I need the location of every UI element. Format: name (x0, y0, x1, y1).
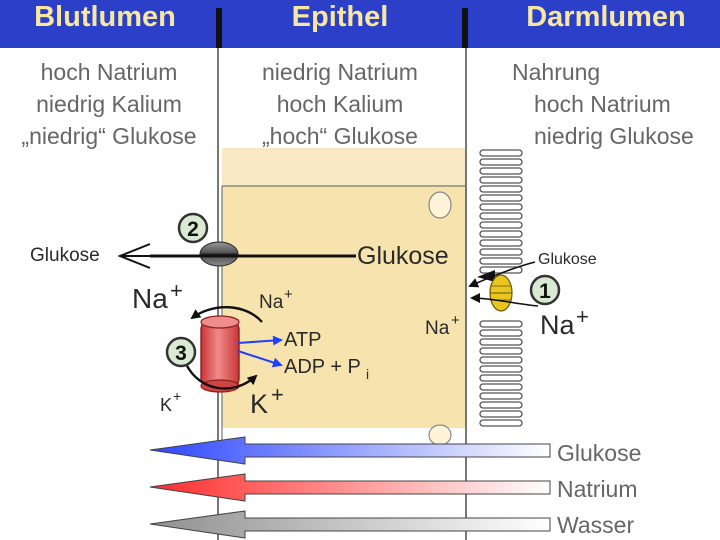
epithelial-cell-body (222, 186, 466, 428)
glucose-transporter-2 (199, 241, 239, 267)
microvillus (479, 221, 523, 229)
epithel-concentrations: niedrig Natrium hoch Kalium „hoch“ Gluko… (232, 56, 448, 152)
water-gradient-arrow (149, 510, 551, 539)
epithel-line-1: niedrig Natrium (262, 59, 418, 85)
microvillus (479, 392, 523, 400)
header-divider-left (216, 8, 222, 48)
na-gut-charge: + (576, 304, 589, 329)
glucose-gut-label: Glukose (538, 251, 597, 268)
microvillus (479, 320, 523, 328)
tight-junction-bottom (428, 424, 452, 446)
microvillus (479, 347, 523, 355)
microvillus (479, 230, 523, 238)
gradient-label-glukose: Glukose (557, 440, 642, 466)
na-pump-charge: + (284, 286, 293, 303)
microvillus (479, 383, 523, 391)
header-epithel: Epithel (291, 1, 389, 33)
na-mid-charge: + (451, 312, 460, 329)
na-k-atpase-pump (200, 315, 240, 393)
microvillus (479, 356, 523, 364)
microvillus (479, 194, 523, 202)
microvillus (479, 401, 523, 409)
k-blood-label: K (160, 395, 172, 415)
microvillus (479, 158, 523, 166)
glucose-exit-arrowhead (117, 243, 151, 269)
gradient-label-wasser: Wasser (557, 512, 635, 538)
na-gut-label: Na (540, 310, 575, 340)
microvillus (479, 167, 523, 175)
k-cell-label: K (250, 389, 268, 419)
tight-junction-top (428, 191, 452, 219)
sodium-uptake-arrow (470, 293, 539, 307)
k-blood-charge: + (173, 388, 181, 404)
epithelial-cell-top-band (222, 148, 466, 186)
column-header-bar (0, 0, 720, 48)
na-mid-label: Na (425, 318, 450, 339)
microvillus (479, 329, 523, 337)
microvillus (479, 338, 523, 346)
microvillus (479, 374, 523, 382)
blood-line-2: niedrig Kalium (36, 91, 182, 117)
gut-line-1: Nahrung (512, 59, 601, 85)
microvillus (479, 248, 523, 256)
glucose-gradient-arrow (149, 436, 551, 465)
marker-2-label: 2 (187, 218, 199, 241)
glucose-cell-label: Glukose (357, 242, 449, 270)
microvillus (479, 239, 523, 247)
gut-line-2: hoch Natrium (534, 91, 671, 117)
na-blood-label: Na (132, 283, 168, 314)
marker-2-badge: 2 (177, 212, 209, 244)
epithel-line-3: „hoch“ Glukose (262, 123, 418, 149)
marker-1-label: 1 (539, 280, 551, 303)
glucose-uptake-arrow (468, 261, 536, 288)
header-divider-right (462, 8, 468, 48)
gut-line-3: niedrig Glukose (534, 123, 694, 149)
na-pump-label: Na (259, 292, 284, 313)
na-blood-charge: + (170, 278, 183, 303)
atp-label: ATP (284, 329, 321, 351)
sodium-pump-out-arrow (190, 306, 263, 323)
header-blutlumen: Blutlumen (34, 1, 176, 33)
marker-3-badge: 3 (165, 336, 197, 368)
adp-arrow (237, 350, 283, 368)
adp-pi-subscript: i (366, 366, 369, 382)
microvillus (479, 365, 523, 373)
glucose-blood-label: Glukose (30, 245, 100, 266)
adp-label: ADP + P (284, 356, 361, 378)
header-darmlumen: Darmlumen (526, 1, 686, 33)
sodium-gradient-arrow (149, 473, 551, 502)
microvillus (479, 149, 523, 157)
marker-3-label: 3 (175, 342, 187, 365)
blood-line-3: „niedrig“ Glukose (21, 123, 197, 149)
microvillus (479, 257, 523, 265)
microvillus (479, 419, 523, 427)
microvilli-brush-border (479, 149, 523, 427)
gut-concentrations: Nahrung hoch Natrium niedrig Glukose (512, 56, 718, 152)
microvillus (479, 212, 523, 220)
potassium-pump-in-arrow (184, 363, 258, 390)
microvillus (479, 203, 523, 211)
blood-line-1: hoch Natrium (40, 59, 178, 85)
marker-1-badge: 1 (529, 274, 561, 306)
blood-concentrations: hoch Natrium niedrig Kalium „niedrig“ Gl… (6, 56, 212, 152)
k-cell-charge: + (271, 382, 284, 407)
microvillus (479, 185, 523, 193)
microvillus (479, 410, 523, 418)
epithel-line-2: hoch Kalium (276, 91, 404, 117)
gradient-label-natrium: Natrium (557, 476, 638, 502)
atp-arrow (237, 335, 283, 346)
microvillus (479, 176, 523, 184)
